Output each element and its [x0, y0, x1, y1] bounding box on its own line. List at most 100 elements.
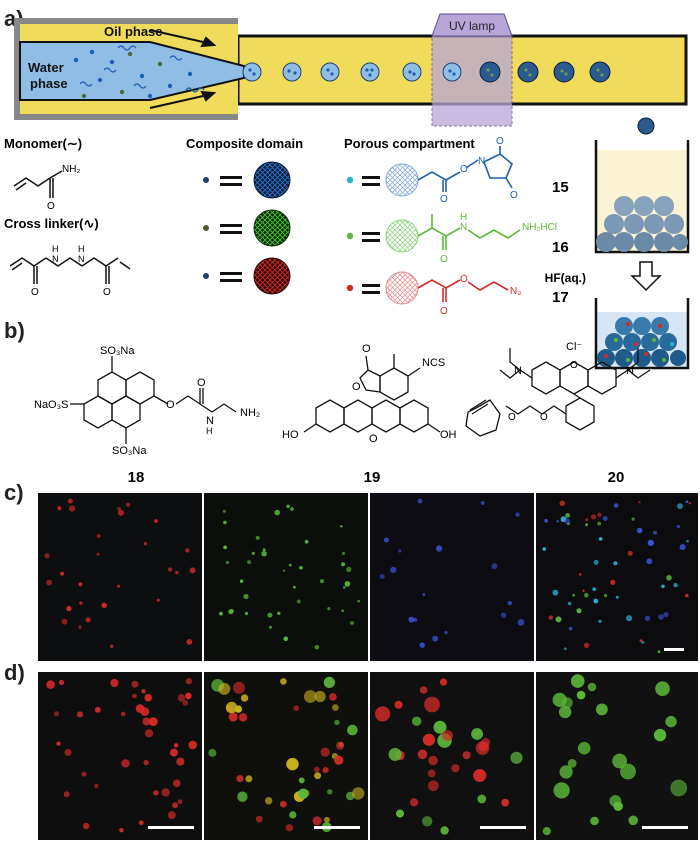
- nh2-label-18: NH₂: [240, 407, 260, 419]
- fluorescent-particle: [593, 598, 599, 604]
- fluorescent-particle: [422, 733, 435, 746]
- fluorescent-particle: [427, 769, 436, 778]
- composite-domain-row-blue: [203, 161, 291, 199]
- composite-domain-row-red: [203, 257, 291, 295]
- droplet: [479, 61, 501, 83]
- n-label-15: N: [478, 156, 485, 167]
- fluorescent-particle: [298, 777, 305, 784]
- fluorescent-particle: [334, 719, 340, 726]
- fluorescent-particle: [646, 558, 653, 565]
- fluorescent-particle: [565, 513, 570, 518]
- fluorescent-particle: [613, 561, 618, 566]
- compartment-row-15: [346, 146, 513, 197]
- h-label-1: H: [52, 244, 59, 254]
- panel-c-image-merge: [536, 493, 698, 661]
- water-phase-contents: [73, 45, 205, 99]
- fluorescent-particle: [144, 693, 152, 702]
- fluorescent-particle: [132, 693, 137, 699]
- fluorescent-particle: [641, 640, 645, 644]
- fluorescent-particle: [584, 592, 589, 598]
- fluorescent-particle: [375, 706, 391, 722]
- fluorescent-particle: [679, 544, 686, 551]
- fluorescent-particle: [548, 615, 553, 620]
- fluorescent-particle: [655, 681, 670, 696]
- fluorescent-particle: [283, 636, 289, 642]
- fluorescent-particle: [413, 617, 418, 622]
- h-label-18: H: [206, 426, 213, 436]
- fluorescent-particle: [417, 498, 423, 504]
- o-label-15b: O: [460, 164, 468, 175]
- fluorescent-particle: [76, 711, 84, 718]
- compound-20-structure: [465, 348, 651, 437]
- fluorescent-particle: [559, 500, 565, 507]
- fluorescent-particle: [480, 501, 485, 505]
- compound-19-structure: [303, 354, 441, 433]
- fluorescent-particle: [233, 681, 245, 694]
- water-phase-label-1: Water: [28, 60, 64, 75]
- fluorescent-particle: [44, 553, 50, 559]
- compound-18-label: 18: [128, 469, 145, 486]
- h-label-16: H: [460, 212, 467, 223]
- fluorescent-particle: [244, 611, 249, 616]
- fluorescent-particle: [327, 789, 333, 795]
- droplet: [402, 62, 422, 82]
- fluorescent-particle: [332, 704, 339, 711]
- fluorescent-particle: [261, 550, 267, 557]
- compound-16-label: 16: [552, 239, 569, 256]
- fluorescent-particle: [320, 747, 330, 757]
- fluorescent-particle: [422, 593, 426, 597]
- oh-label: OH: [440, 429, 457, 441]
- fluorescent-particle: [245, 775, 253, 783]
- fluorescent-particle: [94, 706, 101, 713]
- fluorescent-particle: [424, 696, 440, 713]
- o-label-15a: O: [440, 194, 448, 205]
- fluorescent-particle: [442, 730, 453, 741]
- fluorescent-particle: [340, 525, 343, 528]
- o-label-1: O: [47, 201, 55, 212]
- fluorescent-particle: [69, 505, 76, 512]
- fluorescent-particle: [428, 755, 438, 766]
- fluorescent-particle: [131, 680, 139, 688]
- fluorescent-particle: [603, 593, 608, 598]
- droplet: [517, 61, 539, 83]
- fluorescent-particle: [255, 535, 260, 540]
- fluorescent-particle: [597, 521, 602, 526]
- fluorescent-particle: [320, 579, 324, 584]
- fluorescent-particle: [491, 563, 498, 570]
- fluorescent-particle: [138, 820, 144, 826]
- fluorescent-particle: [288, 563, 292, 567]
- o-label-19c: O: [369, 433, 378, 445]
- monomer-label: Monomer(∼): [4, 136, 82, 151]
- fluorescent-particle: [120, 711, 126, 717]
- droplet: [320, 62, 340, 82]
- fluorescent-particle: [481, 738, 491, 747]
- fluorescent-particle: [167, 567, 173, 572]
- fluorescent-particle: [140, 707, 150, 716]
- fluorescent-particle: [189, 567, 196, 574]
- fluorescent-particle: [612, 753, 627, 769]
- droplet: [553, 61, 575, 83]
- fluorescent-particle: [567, 601, 572, 606]
- fluorescent-particle: [388, 747, 402, 761]
- fluorescent-particle: [670, 779, 688, 797]
- fluorescent-particle: [347, 724, 358, 736]
- fluorescent-particle: [314, 645, 320, 650]
- fluorescent-particle: [83, 822, 90, 830]
- fluorescent-particle: [282, 569, 286, 572]
- fluorescent-particle: [161, 788, 170, 797]
- fluorescent-particle: [79, 601, 83, 605]
- panel-c-image-red: [38, 493, 202, 661]
- o-label-18b: O: [197, 377, 206, 389]
- fluorescent-particle: [141, 689, 146, 694]
- fluorescent-particle: [379, 574, 385, 579]
- fluorescent-particle: [661, 584, 665, 589]
- o-label-16: O: [440, 254, 448, 265]
- hf-arrow: [630, 261, 662, 292]
- o-label-17b: O: [440, 306, 448, 317]
- hf-label: HF(aq.): [545, 271, 586, 285]
- fluorescent-particle: [154, 519, 158, 523]
- fluorescent-particle: [322, 767, 329, 774]
- ho-label: HO: [282, 429, 299, 441]
- fluorescent-particle: [143, 759, 149, 766]
